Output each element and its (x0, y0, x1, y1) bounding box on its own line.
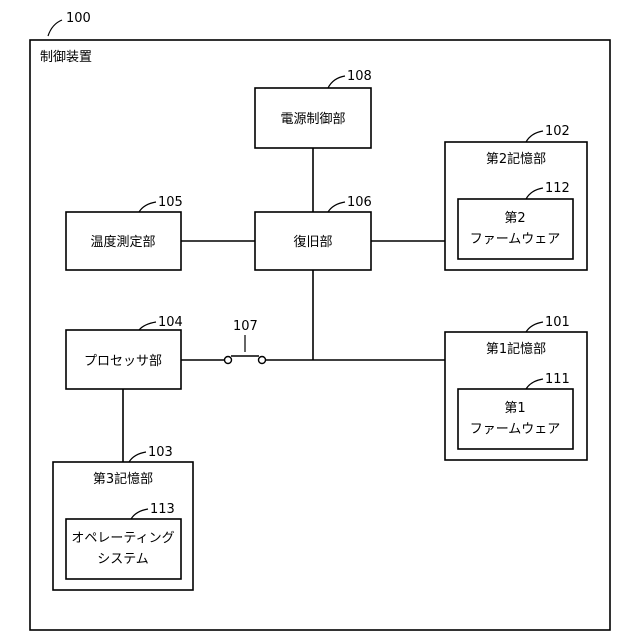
second-firmware-line-1: 第2 (504, 211, 525, 226)
second-storage-label: 第2記憶部 (486, 151, 546, 167)
control-device-ref: 100 (66, 11, 91, 26)
first-firmware-box (458, 389, 573, 449)
first-storage-ref: 101 (545, 315, 570, 330)
operating-system-line-1: オペレーティング (71, 531, 174, 546)
power-control-ref: 108 (347, 69, 372, 84)
operating-system-box (66, 519, 181, 579)
second-firmware-box (458, 199, 573, 259)
first-storage-unit: 第1記憶部 101 第1 ファームウェア 111 (445, 315, 587, 460)
control-device-leader (48, 20, 62, 36)
switch-contact-right (259, 357, 266, 364)
operating-system-line-2: システム (97, 552, 149, 567)
first-firmware-line-2: ファームウェア (470, 422, 561, 437)
switch-ref: 107 (233, 319, 258, 334)
second-storage-ref: 102 (545, 124, 570, 139)
power-control-label: 電源制御部 (280, 112, 345, 127)
first-firmware-ref: 111 (545, 372, 570, 387)
switch-contact-left (225, 357, 232, 364)
temperature-ref: 105 (158, 195, 183, 210)
third-storage-label: 第3記憶部 (93, 471, 153, 487)
second-firmware-line-2: ファームウェア (470, 232, 561, 247)
second-firmware-ref: 112 (545, 181, 570, 196)
temperature-label: 温度測定部 (90, 234, 155, 250)
third-storage-unit: 第3記憶部 103 オペレーティング システム 113 (53, 445, 193, 590)
first-storage-label: 第1記憶部 (486, 341, 546, 357)
first-firmware-line-1: 第1 (504, 401, 525, 416)
recovery-ref: 106 (347, 195, 372, 210)
control-device-label: 制御装置 (40, 50, 92, 65)
third-storage-ref: 103 (148, 445, 173, 460)
processor-ref: 104 (158, 315, 183, 330)
processor-label: プロセッサ部 (84, 354, 162, 369)
recovery-label: 復旧部 (293, 234, 332, 250)
second-storage-unit: 第2記憶部 102 第2 ファームウェア 112 (445, 124, 587, 270)
operating-system-ref: 113 (150, 502, 175, 517)
